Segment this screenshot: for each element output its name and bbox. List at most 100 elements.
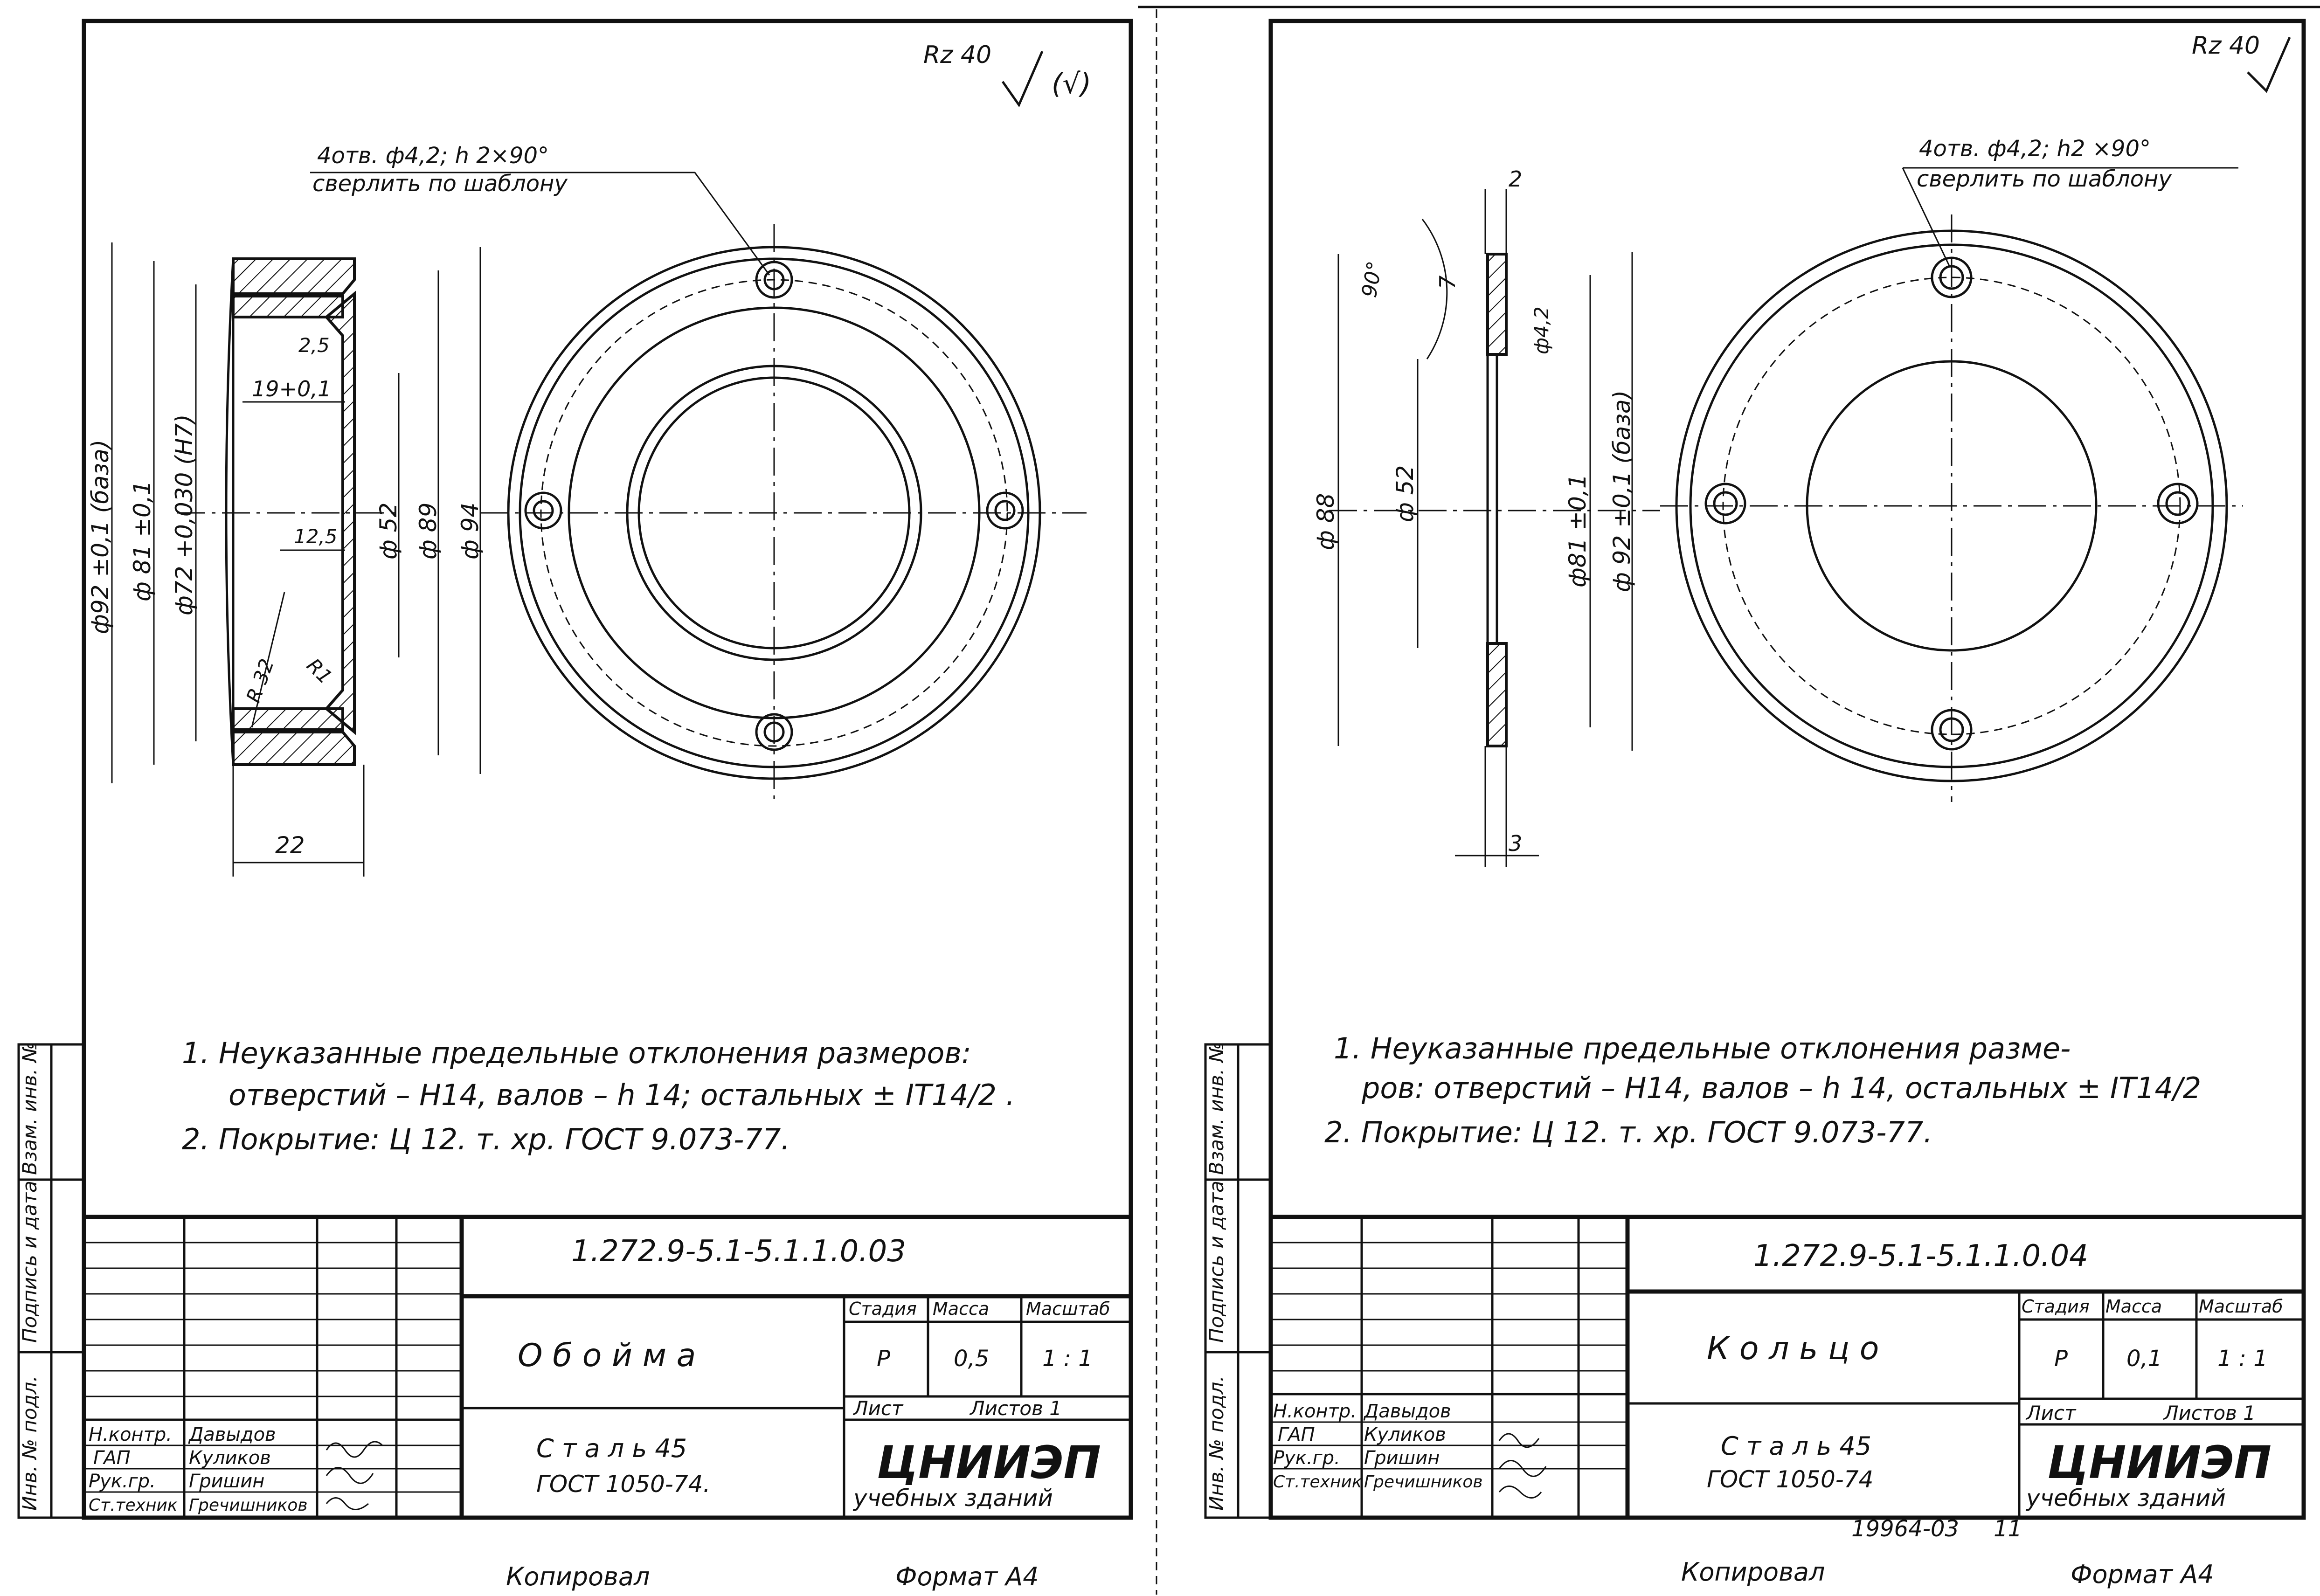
left-org-sub: учебных зданий (852, 1485, 1053, 1512)
left-material-2: ГОСТ 1050-74. (536, 1471, 710, 1498)
left-dim-r32: R 32 (242, 656, 278, 705)
right-dim-d92: ф 92 ±0,1 (база) (1608, 390, 1635, 592)
right-sheets-label: Листов 1 (2163, 1402, 2256, 1424)
right-role-2: ГАП (1278, 1424, 1315, 1445)
left-part-name: О б о й м а (518, 1337, 696, 1374)
left-side-label-3: Взам. инв. № (18, 1042, 41, 1175)
left-dim-d89: ф 89 (415, 503, 442, 560)
right-dim-d88: ф 88 (1312, 493, 1339, 550)
right-dim-d7: 7 (1435, 276, 1460, 289)
left-dim-d52: ф 52 (375, 503, 402, 560)
left-frame (82, 19, 1133, 1520)
right-copied: Копировал (1681, 1557, 1825, 1587)
right-dim-w3: 3 (1509, 831, 1522, 856)
right-dim-d81: ф81 ±0,1 (1564, 474, 1591, 587)
left-role-2: ГАП (93, 1447, 131, 1469)
right-plan-view (1660, 214, 2243, 802)
right-sheet: Инв. № подл. Подпись и дата Взам. инв. №… (1204, 19, 2306, 1589)
left-role-3: Рук.гр. (89, 1471, 156, 1492)
right-person-2: Куликов (1364, 1424, 1446, 1445)
left-signature-2 (325, 1467, 374, 1484)
right-part-name: К о л ь ц о (1707, 1330, 1879, 1367)
right-note-1: 1. Неуказанные предельные отклонения раз… (1334, 1031, 2071, 1065)
left-role-1: Н.контр. (89, 1424, 172, 1445)
left-sheet-label: Лист (852, 1397, 904, 1420)
right-person-4: Гречишников (1364, 1472, 1483, 1492)
left-person-1: Давыдов (188, 1424, 276, 1445)
left-dim-d125: 12,5 (294, 525, 338, 548)
left-designation: 1.272.9-5.1-5.1.1.0.03 (571, 1234, 906, 1269)
right-frame (1268, 19, 2306, 1520)
left-person-3: Гришин (189, 1471, 264, 1492)
left-dim-w22: 22 (275, 832, 305, 859)
right-signature-2 (1498, 1460, 1547, 1477)
right-side-label-2: Подпись и дата (1205, 1181, 1228, 1343)
left-section-view (177, 257, 401, 766)
left-copied: Копировал (506, 1562, 650, 1591)
right-signature-1 (1498, 1433, 1540, 1448)
right-archive-no: 19964-03 (1851, 1516, 1959, 1542)
right-side-label-1: Инв. № подл. (1205, 1375, 1228, 1511)
right-page-no: 11 (1994, 1516, 2022, 1542)
right-stage-header: Стадия (2022, 1296, 2090, 1317)
left-dim-d72: ф72 +0,030 (H7) (171, 414, 198, 615)
right-designation: 1.272.9-5.1-5.1.1.0.04 (1753, 1239, 2088, 1273)
left-format: Формат А4 (895, 1562, 1039, 1591)
left-sheets-label: Листов 1 (969, 1397, 1062, 1420)
right-person-1: Давыдов (1363, 1401, 1451, 1422)
right-format: Формат А4 (2071, 1560, 2214, 1589)
left-stage-header: Стадия (849, 1299, 917, 1319)
left-dim-d81: ф 81 ±0,1 (129, 480, 156, 601)
left-dim-d19: 19+0,1 (252, 376, 331, 401)
left-dim-d94: ф 94 (457, 503, 484, 560)
right-sheet-label: Лист (2025, 1402, 2077, 1424)
left-scale-header: Масштаб (1026, 1299, 1110, 1319)
right-material-1: С т а л ь 45 (1721, 1431, 1871, 1461)
right-side-label-3: Взам. инв. № (1205, 1042, 1228, 1175)
left-material-1: С т а л ь 45 (536, 1434, 687, 1463)
right-roughness: Rz 40 (2192, 32, 2260, 60)
right-stage: Р (2054, 1346, 2068, 1372)
left-mass-header: Масса (933, 1299, 989, 1319)
right-hole-note-2: сверлить по шаблону (1917, 166, 2172, 192)
left-dim-r1: R1 (302, 654, 337, 688)
right-hole-note-1: 4отв. ф4,2; h2 ×90° (1919, 136, 2151, 162)
right-org-sub: учебных зданий (2025, 1485, 2226, 1512)
right-role-4: Ст.техник (1273, 1472, 1362, 1492)
left-title-block: 1.272.9-5.1-5.1.1.0.03 О б о й м а С т а… (84, 1215, 1131, 1518)
left-note-3: 2. Покрытие: Ц 12. т. хр. ГОСТ 9.073-77. (182, 1122, 790, 1156)
left-sheet: Инв. № подл. Подпись и дата Взам. инв. №… (17, 19, 1133, 1591)
right-signature-3 (1498, 1485, 1542, 1499)
right-mass-header: Масса (2105, 1296, 2162, 1317)
right-dim-w2: 2 (1509, 166, 1522, 192)
right-role-1: Н.контр. (1273, 1401, 1357, 1422)
left-org: ЦНИИЭП (877, 1437, 1101, 1489)
right-dim-a90: 90° (1357, 259, 1387, 299)
left-plan-view (480, 224, 1087, 802)
left-side-label-1: Инв. № подл. (18, 1375, 41, 1511)
right-mass: 0,1 (2126, 1346, 2162, 1372)
right-material-2: ГОСТ 1050-74 (1707, 1466, 1873, 1493)
left-hole-note-2: сверлить по шаблону (312, 171, 568, 197)
right-title-block: 1.272.9-5.1-5.1.1.0.04 К о л ь ц о С т а… (1271, 1215, 2304, 1518)
left-mass: 0,5 (954, 1346, 989, 1372)
left-note-2: отверстий – H14, валов – h 14; остальных… (229, 1078, 1015, 1112)
right-dim-d52: ф 52 (1392, 465, 1419, 522)
right-scale-header: Масштаб (2199, 1296, 2283, 1317)
right-person-3: Гришин (1364, 1447, 1440, 1469)
right-org: ЦНИИЭП (2047, 1437, 2272, 1489)
left-signature-1 (325, 1441, 383, 1458)
right-note-2: ров: отверстий – H14, валов – h 14, оста… (1361, 1071, 2201, 1105)
left-dim-d25: 2,5 (298, 334, 330, 357)
right-scale: 1 : 1 (2217, 1346, 2268, 1372)
right-role-3: Рук.гр. (1273, 1447, 1340, 1469)
left-scale: 1 : 1 (1042, 1346, 1093, 1372)
right-note-3: 2. Покрытие: Ц 12. т. хр. ГОСТ 9.073-77. (1324, 1115, 1932, 1149)
left-role-4: Ст.техник (89, 1496, 178, 1515)
left-hole-note-1: 4отв. ф4,2; h 2×90° (317, 143, 549, 169)
left-note-1: 1. Неуказанные предельные отклонения раз… (182, 1036, 971, 1070)
right-dim-d42: ф4,2 (1530, 306, 1553, 354)
left-signature-3 (325, 1497, 369, 1510)
left-stage: Р (877, 1346, 890, 1372)
